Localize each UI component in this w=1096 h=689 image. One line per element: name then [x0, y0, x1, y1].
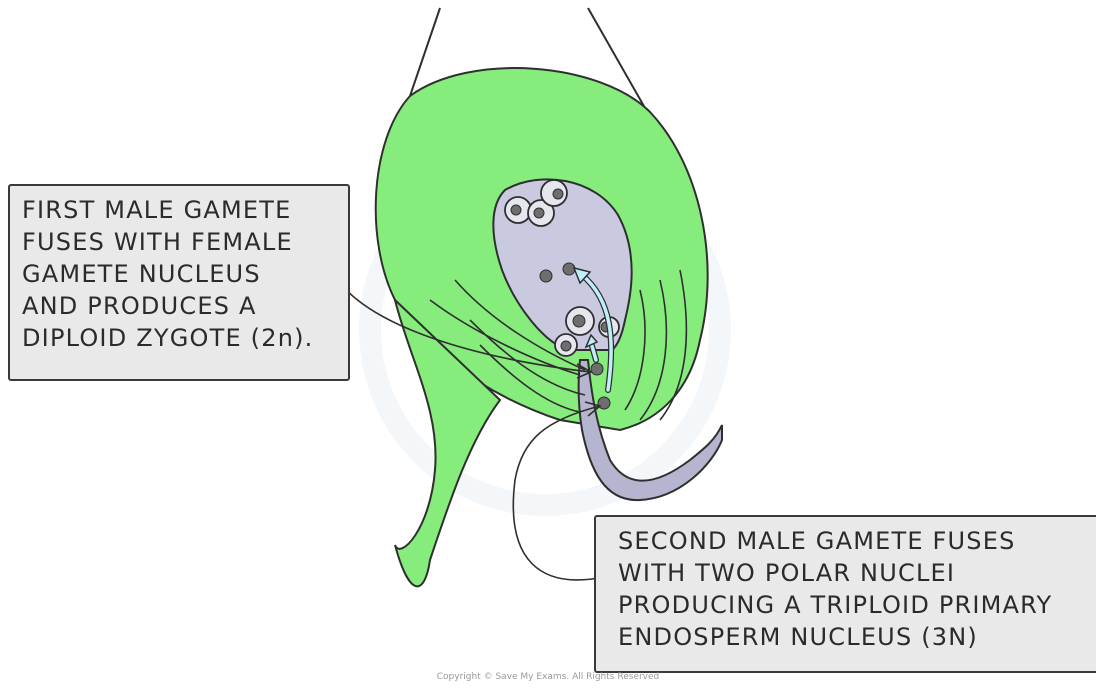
label-first-line-2: FUSES WITH FEMALE [22, 226, 348, 258]
label-second-line-2: WITH TWO POLAR NUCLEI [618, 557, 1096, 589]
label-second-line-3: PRODUCING A TRIPLOID PRIMARY [618, 589, 1096, 621]
label-first-line-1: FIRST MALE GAMETE [22, 194, 348, 226]
polar-nucleus-1 [540, 270, 552, 282]
label-second-line-4: ENDOSPERM NUCLEUS (3N) [618, 621, 1096, 653]
copyright-notice: Copyright © Save My Exams. All Rights Re… [0, 672, 1096, 682]
label-second-male-gamete: SECOND MALE GAMETE FUSES WITH TWO POLAR … [594, 515, 1096, 673]
label-first-male-gamete: FIRST MALE GAMETE FUSES WITH FEMALE GAME… [8, 184, 350, 381]
label-first-line-5: DIPLOID ZYGOTE (2n). [22, 322, 348, 354]
label-first-line-4: AND PRODUCES A [22, 290, 348, 322]
polar-nucleus-2 [563, 263, 575, 275]
label-first-line-3: GAMETE NUCLEUS [22, 258, 348, 290]
male-gamete-1 [591, 363, 603, 375]
label-second-line-1: SECOND MALE GAMETE FUSES [618, 525, 1096, 557]
